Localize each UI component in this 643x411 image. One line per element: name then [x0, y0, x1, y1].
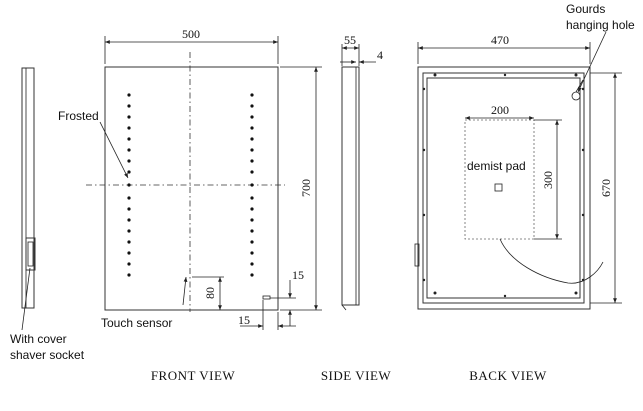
- led-dots-left: [127, 93, 131, 277]
- pad-height-dim: 300: [541, 171, 555, 189]
- demist-pad: [464, 119, 535, 240]
- hanging-hole: [571, 91, 581, 101]
- front-width-dim: 500: [182, 27, 200, 41]
- side-depth-dim: 55: [344, 33, 356, 47]
- back-view-title: BACK VIEW: [469, 368, 547, 383]
- front-view: [86, 36, 322, 330]
- side-glass-dim: 4: [377, 48, 383, 62]
- edge-profile: [21, 67, 36, 331]
- side-view: [340, 44, 376, 311]
- back-width-dim: 470: [491, 33, 509, 47]
- sensor-small-dim: 15: [238, 313, 250, 327]
- pad-width-dim: 200: [491, 103, 509, 117]
- frosted-label: Frosted: [58, 109, 99, 123]
- side-view-title: SIDE VIEW: [321, 368, 392, 383]
- sensor-offset-dim: 15: [292, 268, 304, 282]
- gourds-label-line2: hanging hole: [566, 18, 635, 32]
- led-dots-right: [250, 93, 254, 277]
- sensor-vertical-dim: 80: [203, 287, 217, 299]
- touch-sensor-label: Touch sensor: [101, 316, 172, 330]
- shaver-label-line2: shaver socket: [10, 348, 85, 362]
- demist-pad-label: demist pad: [467, 159, 526, 173]
- shaver-socket: [25, 237, 36, 271]
- front-view-title: FRONT VIEW: [151, 368, 236, 383]
- gourds-label-line1: Gourds: [566, 2, 605, 16]
- demist-pad-connector: [494, 183, 503, 192]
- shaver-label-line1: With cover: [10, 332, 67, 346]
- front-height-dim: 700: [299, 179, 313, 197]
- front-mirror-outline: [104, 66, 279, 311]
- back-view: [414, 31, 622, 310]
- back-height-dim: 670: [599, 179, 613, 197]
- back-outer-outline: [417, 66, 591, 310]
